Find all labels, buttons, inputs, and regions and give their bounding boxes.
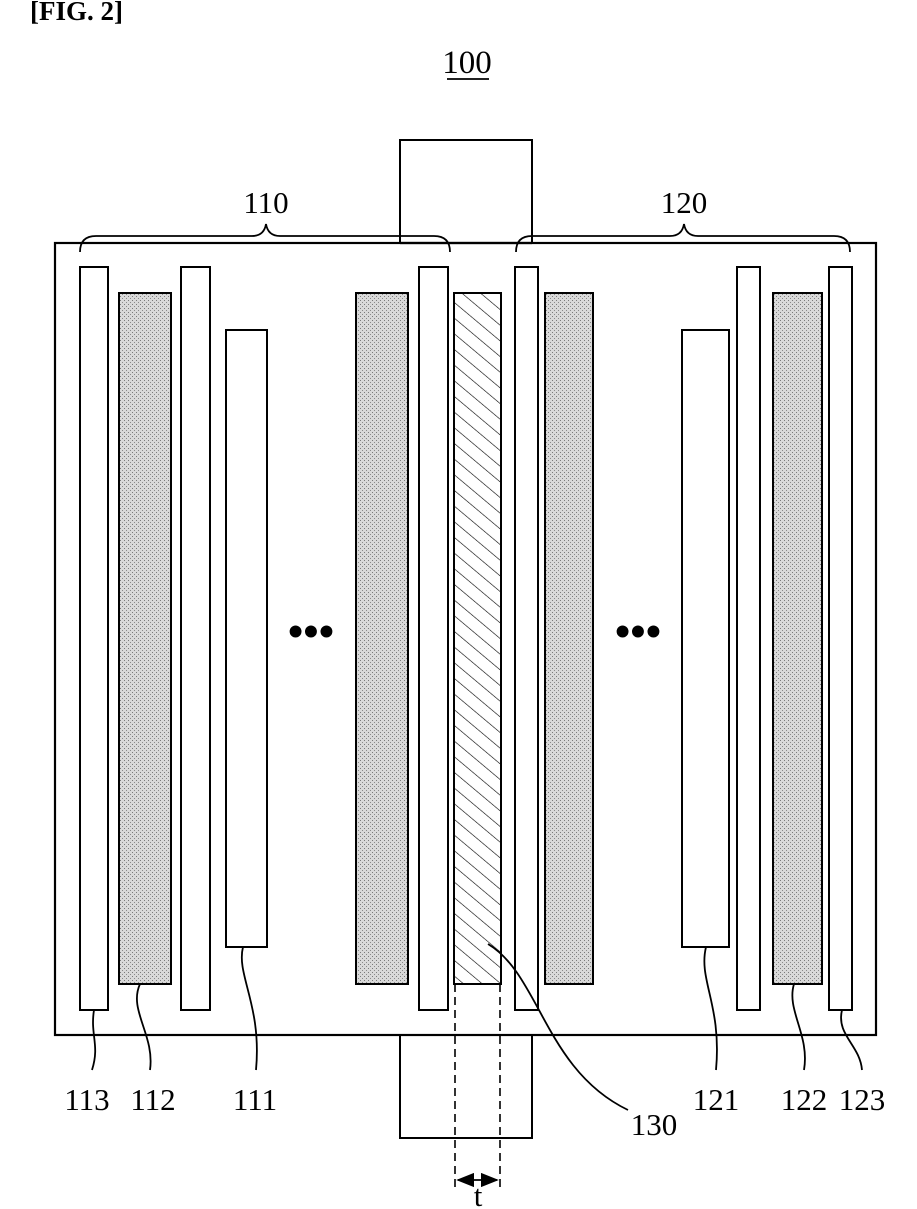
electrode-121 [682,330,729,947]
separator-left-inner [419,267,448,1010]
dimension-label: t [474,1178,483,1209]
separator-right-inner [515,267,538,1010]
ref-113: 113 [64,1082,109,1117]
separator-113 [80,267,108,1010]
separator-right-2 [737,267,760,1010]
electrode-111 [226,330,267,947]
figure-label: [FIG. 2] [30,0,123,26]
left-ellipsis: ••• [288,607,334,656]
ref-122: 122 [781,1082,828,1117]
electrode-left-inner [356,293,408,984]
electrode-112 [119,293,171,984]
electrode-122 [773,293,822,984]
ref-130: 130 [631,1107,678,1142]
electrode-right-inner [545,293,593,984]
ref-121: 121 [693,1082,740,1117]
right-ellipsis: ••• [615,607,661,656]
separator-left-2 [181,267,210,1010]
top-tab [400,140,532,244]
ref-123: 123 [839,1082,886,1117]
figure-title: 100 [442,45,492,81]
ref-112: 112 [130,1082,175,1117]
group-120-label: 120 [661,185,708,220]
separator-123 [829,267,852,1010]
bottom-tab [400,1035,532,1138]
ref-111: 111 [233,1082,277,1117]
member-130 [454,293,501,984]
group-110-label: 110 [243,185,288,220]
